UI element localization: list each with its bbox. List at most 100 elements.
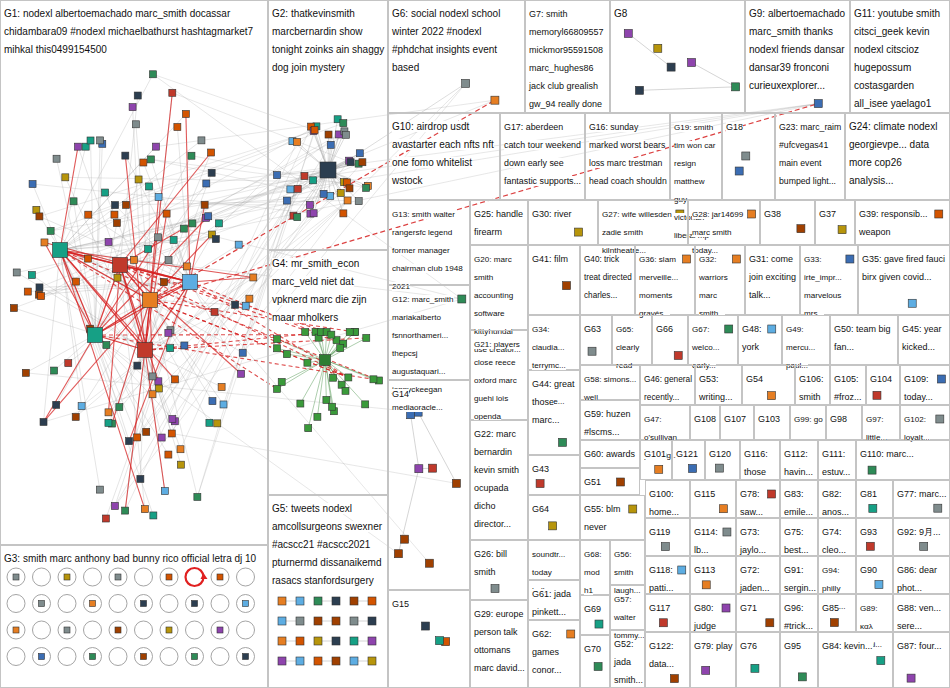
vertex-icon (238, 370, 245, 377)
vertex-icon (103, 341, 110, 348)
vertex-icon (302, 329, 309, 336)
group-box: G23: marc_raim #ufcvegas41 main event bu… (775, 113, 845, 200)
vertex-icon (177, 446, 184, 453)
vertex-icon (155, 385, 162, 392)
vertex-icon (166, 627, 172, 633)
group-box: G63 (580, 315, 612, 365)
vertex-icon (145, 183, 152, 190)
vertex-icon (323, 396, 330, 403)
vertex-icon (314, 637, 322, 645)
tie-line (217, 423, 398, 553)
vertex-icon (702, 581, 710, 589)
vertex-icon (134, 434, 141, 441)
group-box: G1: nodexl albertoemachado marc_smith do… (0, 0, 268, 545)
group-box: G22: marc bernardin kevin smith ocupada … (470, 420, 528, 540)
vertex-icon (192, 654, 198, 660)
group-box: G28: jar14699 marc smith today... (688, 200, 760, 245)
vertex-icon (160, 279, 167, 286)
self-loop-circle (84, 648, 102, 666)
vertex-icon (536, 480, 544, 488)
vertex-icon (97, 137, 104, 144)
group-label: G48: york (742, 324, 762, 352)
tie-line (639, 87, 735, 90)
group-label: G88: ven... sere... (897, 603, 941, 631)
group-box: G44: great those marc... (528, 370, 580, 455)
group-box: G115 (690, 480, 736, 518)
tie-line (205, 104, 819, 205)
vertex-icon (215, 220, 222, 227)
vertex-icon (155, 194, 162, 201)
vertex-icon (748, 210, 756, 218)
vertex-icon (85, 211, 92, 218)
vertex-icon (549, 522, 557, 530)
group-label: G62: games conor... (532, 629, 562, 675)
group-label: G27: wife willesden zadie smith kilnthea… (602, 210, 672, 255)
vertex-icon (875, 581, 883, 589)
group-label: G39: responsib... weapon (859, 209, 928, 237)
vertex-icon (830, 619, 838, 627)
group-label: G91: sergin... (784, 565, 816, 593)
vertex-icon (138, 343, 153, 358)
vertex-icon (294, 185, 301, 192)
vertex-icon (36, 213, 43, 220)
tie-line (277, 348, 325, 360)
group-box: G77: marc... (893, 480, 950, 518)
group-box: G84: kevin... (818, 632, 893, 688)
self-loop-circle (135, 568, 153, 586)
tie-line (172, 93, 350, 162)
vertex-icon (115, 627, 121, 633)
vertex-icon (421, 622, 429, 630)
group-box: G39: responsib... weapon (855, 200, 950, 245)
tie-line (33, 184, 60, 250)
group-label: G33: irte_impr... marvelous mrs... (804, 255, 842, 318)
vertex-icon (62, 174, 69, 181)
vertex-icon (64, 627, 70, 633)
group-label: G59: huzen #lscms... (584, 409, 631, 437)
self-loop-circle (135, 648, 153, 666)
vertex-icon (563, 282, 571, 290)
group-box: G62: games conor... (528, 620, 580, 688)
loop-arrowhead (201, 573, 208, 579)
tie-line (146, 145, 331, 432)
vertex-icon (624, 29, 632, 37)
group-label: G13: smith walter rangersfc legend forme… (392, 210, 463, 291)
group-label: G98 (830, 414, 847, 424)
group-box: G57: walter tommy... (610, 585, 645, 630)
vertex-icon (78, 403, 85, 410)
group-box: G17: aberdeen catch tour weekend down ea… (500, 113, 585, 200)
vertex-icon (735, 167, 743, 175)
vertex-icon (274, 385, 281, 392)
vertex-icon (145, 245, 152, 252)
group-label: G57: walter tommy... (614, 595, 644, 640)
group-box: G55: blm never (580, 495, 645, 540)
group-label: G56: smith laugh... (614, 550, 641, 595)
group-box: G50: team big fan... (830, 315, 898, 365)
tie-line (115, 176, 305, 506)
vertex-icon (149, 391, 156, 398)
vertex-icon (211, 308, 218, 315)
vertex-icon (654, 44, 662, 52)
group-label: G102: loyalt... (904, 415, 930, 442)
vertex-icon (36, 284, 43, 291)
group-box: G59: huzen #lscms... (580, 400, 640, 440)
group-box: G19: smith tim won car resign matthew gu… (670, 113, 722, 200)
tie-line (277, 360, 325, 389)
group-box: G68: mod h1 fin... (580, 540, 610, 595)
vertex-icon (13, 574, 19, 580)
vertex-icon (314, 413, 321, 420)
group-box: soundtr... today hollywo... (528, 540, 580, 580)
tie-line (169, 260, 430, 563)
tie-line (60, 250, 150, 300)
tie-line (60, 223, 192, 250)
vertex-icon (342, 131, 349, 138)
self-loop-circle (7, 595, 25, 613)
vertex-icon (169, 415, 176, 422)
tie-line (60, 250, 175, 379)
vertex-icon (126, 438, 133, 445)
vertex-icon (64, 574, 70, 580)
group-label: G43 (532, 464, 549, 474)
group-box: G5: tweets nodexl amcollsurgeons swexner… (268, 495, 388, 688)
group-box: G66 (652, 315, 688, 365)
group-box: G76 (736, 632, 780, 688)
group-label: G75: best... (784, 527, 809, 555)
